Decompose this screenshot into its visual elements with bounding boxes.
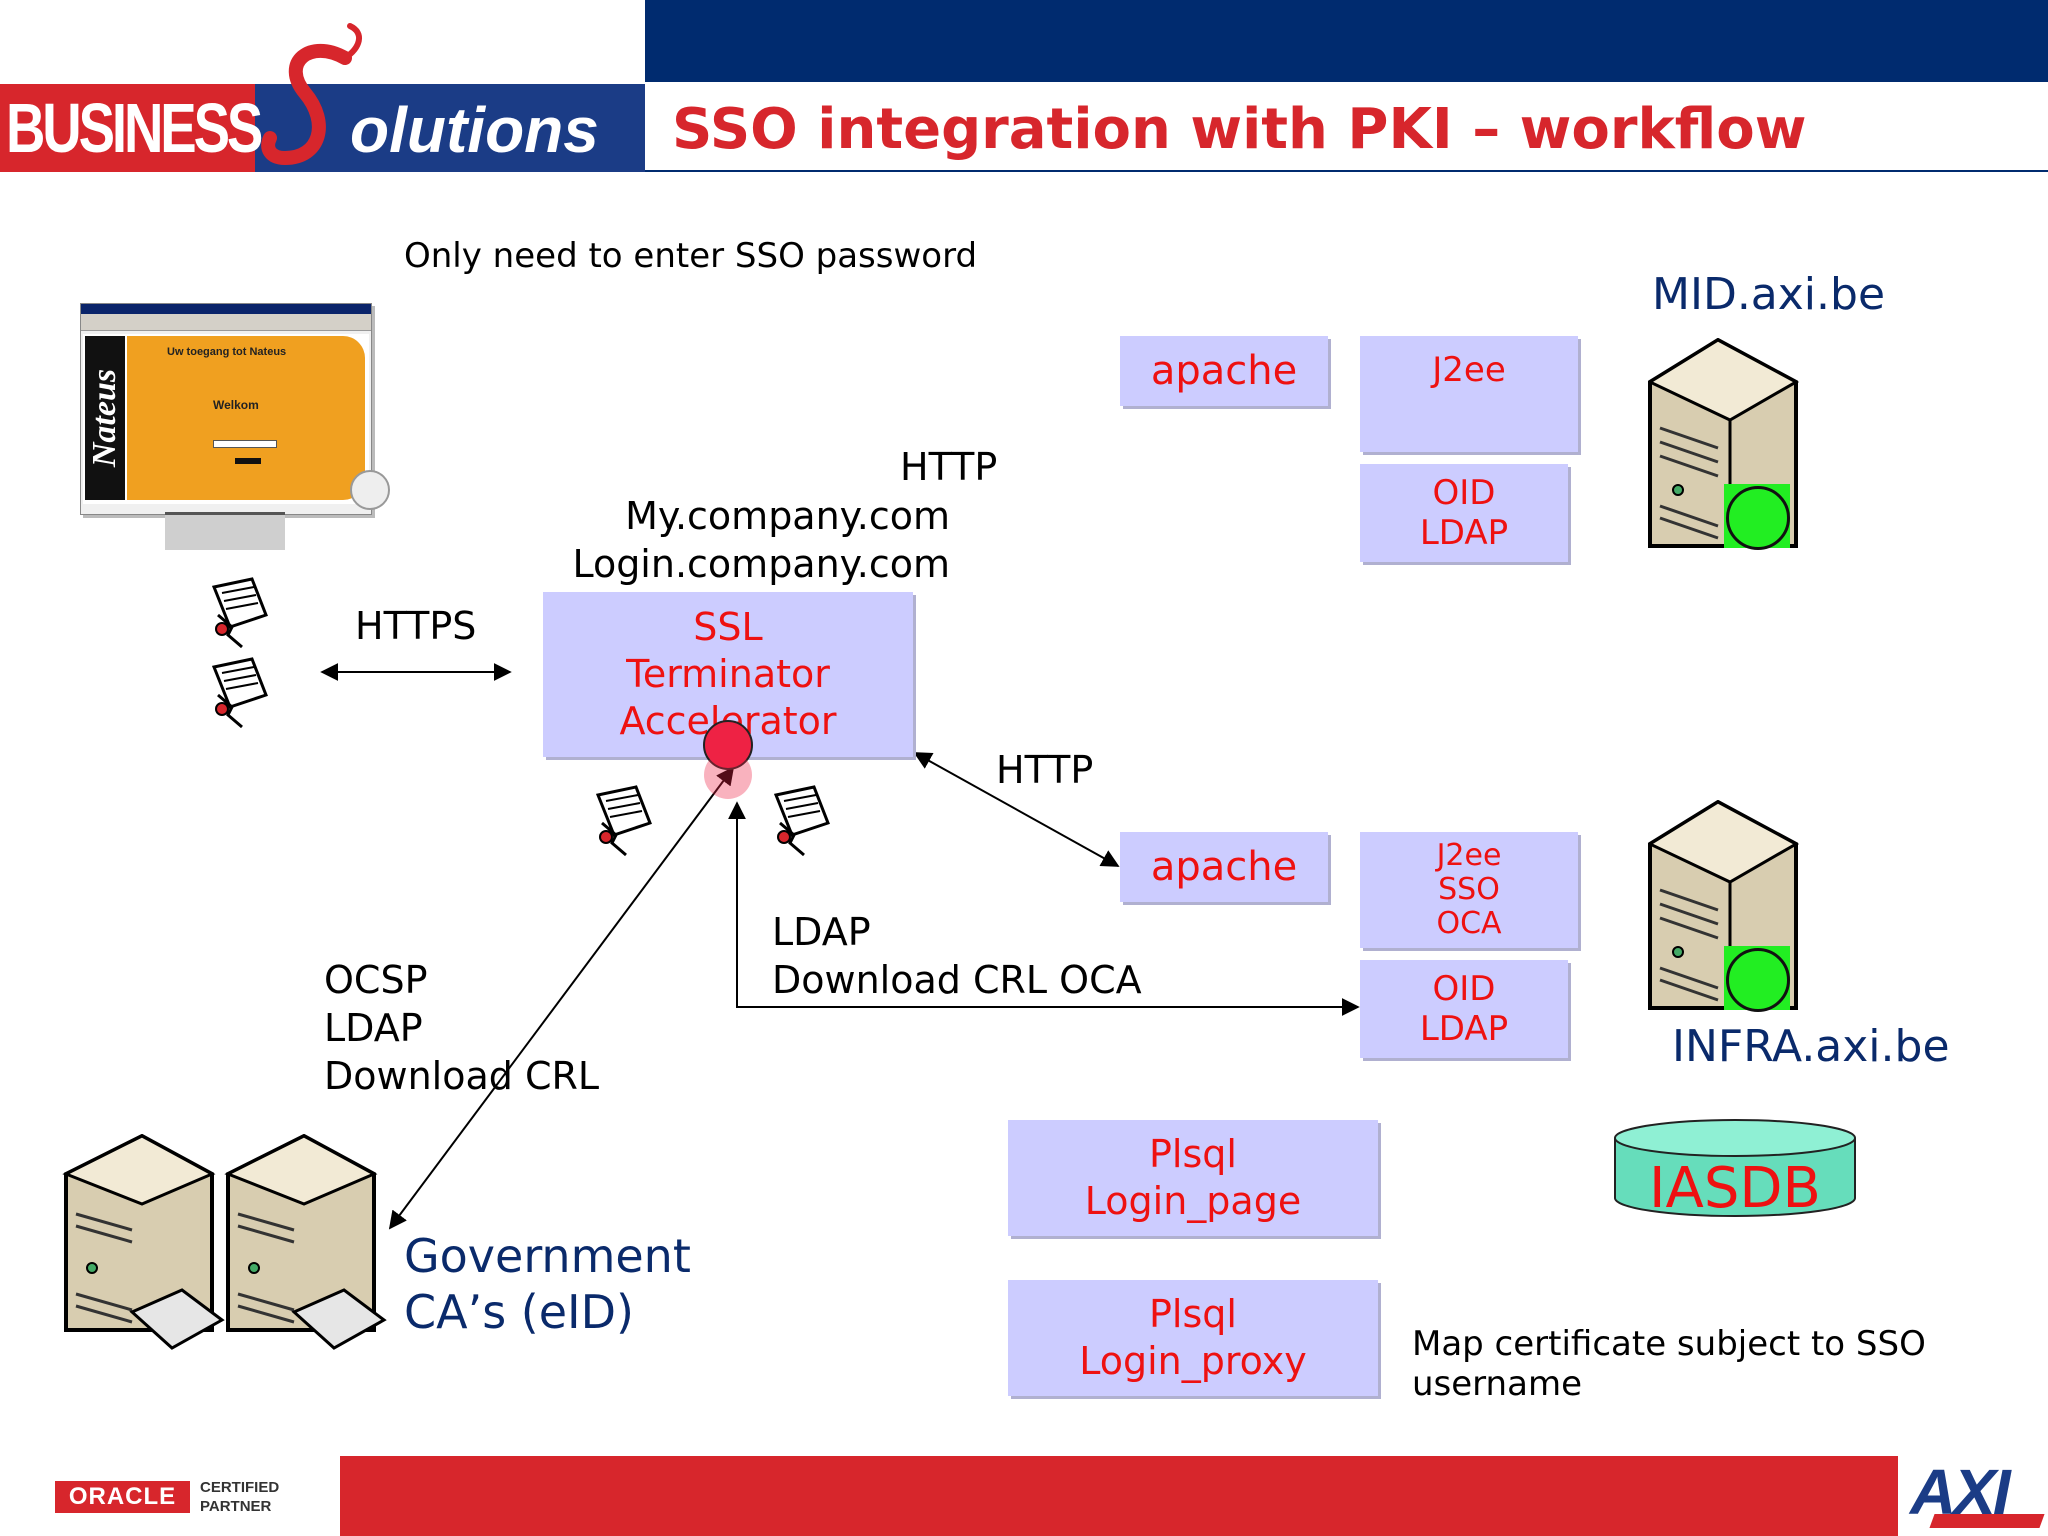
nateus-login-panel: Uw toegang tot Nateus Welkom — [127, 336, 365, 500]
title-underline — [645, 170, 2048, 172]
plsql-login-proxy-box: Plsql Login_proxy — [1008, 1280, 1378, 1396]
hosts-label: My.company.com Login.company.com — [572, 494, 950, 586]
logo-red-panel — [0, 84, 255, 172]
certificate-icon — [211, 657, 268, 729]
https-label: HTTPS — [355, 604, 477, 648]
browser-window: Nateus Uw toegang tot Nateus Welkom — [80, 303, 372, 515]
logo-s-swoosh — [261, 23, 362, 166]
apache-top-box: apache — [1120, 336, 1328, 406]
browser-titlebar — [81, 304, 371, 314]
certificate-icon-middle-right — [773, 785, 830, 857]
certificate-icons-left — [211, 577, 268, 729]
oracle-logo: ORACLE — [55, 1481, 190, 1513]
certificate-icon-middle-left — [595, 785, 652, 857]
nateus-sidebar: Nateus — [85, 336, 125, 500]
map-certificate-note: Map certificate subject to SSO username — [1412, 1324, 1926, 1404]
certified-partner-text: CERTIFIED PARTNER — [200, 1479, 280, 1515]
plsql-login-page-box: Plsql Login_page — [1008, 1120, 1378, 1236]
apache-bottom-box: apache — [1120, 832, 1328, 902]
j2ee-sso-oca-box: J2ee SSO OCA — [1360, 832, 1578, 948]
j2ee-top-box: J2ee — [1360, 336, 1578, 452]
nateus-logo: Nateus — [86, 368, 123, 468]
ssl-status-dots — [703, 720, 753, 799]
http-top-label: HTTP — [900, 445, 998, 489]
infra-server-label: INFRA.axi.be — [1672, 1021, 1950, 1072]
ocsp-ldap-crl-label: OCSP LDAP Download CRL — [324, 958, 600, 1098]
status-dot-faded — [704, 751, 752, 799]
government-servers-icon — [62, 1134, 387, 1350]
status-dot-red — [703, 720, 753, 770]
iasdb-label: IASDB — [1649, 1156, 1821, 1221]
slide-title: SSO integration with PKI – workflow — [672, 97, 1807, 162]
logo-olutions-text: olutions — [350, 94, 599, 166]
certificate-icon — [211, 577, 268, 649]
header-top-bar — [645, 0, 2048, 82]
server-icon — [62, 1134, 225, 1350]
http-mid-label: HTTP — [996, 748, 1094, 792]
pc-cd-icon — [350, 470, 390, 510]
pc-base — [165, 512, 285, 550]
browser-content: Nateus Uw toegang tot Nateus Welkom — [83, 334, 369, 504]
infra-status-dot — [1726, 948, 1790, 1012]
ocsp-arrow — [388, 766, 735, 1230]
nateus-greeting: Uw toegang tot Nateus — [167, 346, 287, 358]
axi-logo: AXI — [1910, 1456, 2011, 1528]
browser-toolbar — [81, 314, 371, 331]
sso-password-note: Only need to enter SSO password — [404, 236, 978, 276]
server-icon — [224, 1134, 387, 1350]
ldap-crl-oca-label: LDAP Download CRL OCA — [772, 910, 1142, 1002]
footer-red-bar — [340, 1456, 1898, 1536]
nateus-welcome: Welkom — [213, 398, 259, 412]
nateus-login-button — [235, 458, 261, 464]
iasdb-cylinder-icon — [1614, 1119, 1856, 1217]
ldap-oca-arrow — [728, 801, 1360, 1016]
nateus-password-field — [213, 440, 277, 448]
oid-ldap-bottom-box: OID LDAP — [1360, 960, 1568, 1058]
oid-ldap-top-box: OID LDAP — [1360, 464, 1568, 562]
mid-server-label: MID.axi.be — [1652, 269, 1886, 320]
government-ca-label: Government CA’s (eID) — [404, 1229, 691, 1339]
mid-status-dot — [1726, 486, 1790, 550]
